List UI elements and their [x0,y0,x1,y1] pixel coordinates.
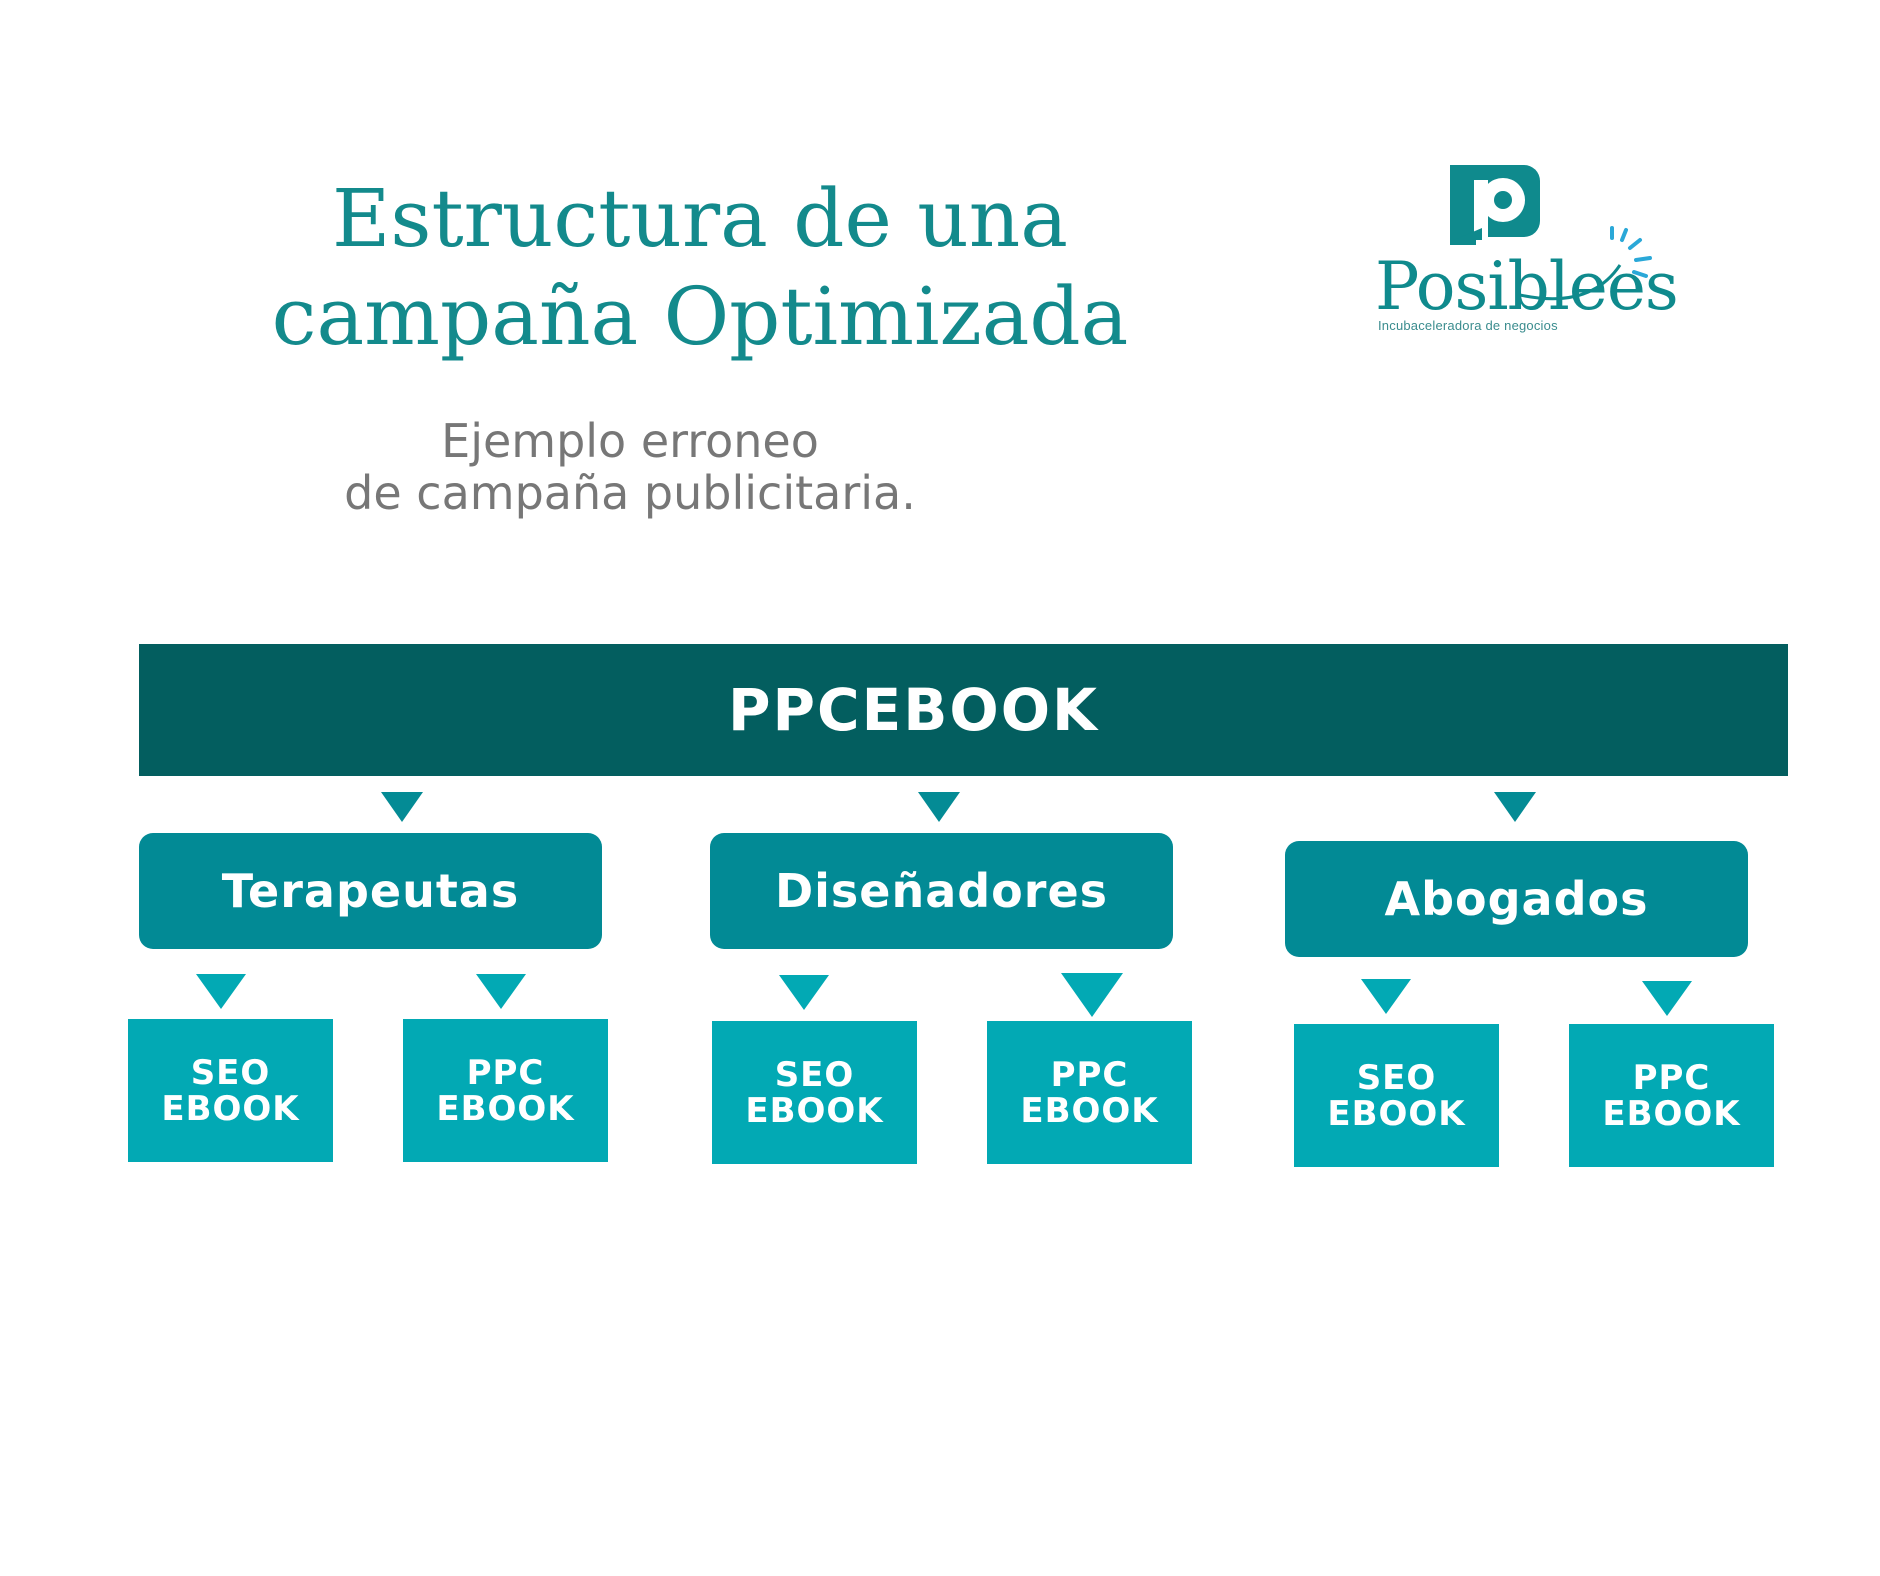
page-title: Estructura de una campaña Optimizada [200,170,1200,366]
category-label: Abogados [1384,872,1649,926]
title-line-2: campaña Optimizada [271,270,1129,363]
subtitle-line-2: de campaña publicitaria. [344,466,916,520]
category-label: Diseñadores [774,864,1109,918]
leaf-node-ppc-ebook: PPC EBOOK [987,1021,1192,1164]
leaf-line-1: SEO [1356,1057,1437,1098]
category-node-abogados: Abogados [1285,841,1748,957]
leaf-line-1: SEO [774,1054,855,1095]
category-node-disenadores: Diseñadores [710,833,1173,949]
leaf-line-2: EBOOK [745,1090,884,1131]
arrow-down-icon [1361,979,1411,1014]
logo-name: Posiblees [1375,248,1679,325]
arrow-down-icon [196,974,246,1009]
arrow-down-icon [1494,792,1536,822]
leaf-node-ppc-ebook: PPC EBOOK [403,1019,608,1162]
arrow-down-icon [1061,973,1123,1017]
leaf-line-2: EBOOK [1327,1093,1466,1134]
logo-p-mark-icon [1450,165,1540,245]
root-label: PPCEBOOK [728,676,1099,744]
arrow-down-icon [476,974,526,1009]
logo-swoosh-icon [1519,264,1622,301]
logo-spark-icon [1610,226,1652,278]
leaf-line-1: PPC [1050,1054,1129,1095]
leaf-node-seo-ebook: SEO EBOOK [128,1019,333,1162]
category-label: Terapeutas [221,864,520,918]
posiblees-logo [1450,165,1652,301]
leaf-line-2: EBOOK [1020,1090,1159,1131]
leaf-node-ppc-ebook: PPC EBOOK [1569,1024,1774,1167]
leaf-line-1: SEO [190,1052,271,1093]
arrow-down-icon [918,792,960,822]
leaf-line-2: EBOOK [161,1088,300,1129]
leaf-node-seo-ebook: SEO EBOOK [712,1021,917,1164]
arrow-down-icon [1642,981,1692,1016]
root-node: PPCEBOOK [139,644,1788,776]
title-line-1: Estructura de una [332,172,1068,265]
logo-tagline: Incubaceleradora de negocios [1378,318,1558,333]
leaf-line-2: EBOOK [436,1088,575,1129]
arrow-down-icon [381,792,423,822]
leaf-line-2: EBOOK [1602,1093,1741,1134]
arrow-down-icon [779,975,829,1010]
subtitle-line-1: Ejemplo erroneo [441,414,819,468]
subtitle: Ejemplo erroneo de campaña publicitaria. [280,415,980,519]
category-node-terapeutas: Terapeutas [139,833,602,949]
leaf-line-1: PPC [466,1052,545,1093]
leaf-line-1: PPC [1632,1057,1711,1098]
leaf-node-seo-ebook: SEO EBOOK [1294,1024,1499,1167]
